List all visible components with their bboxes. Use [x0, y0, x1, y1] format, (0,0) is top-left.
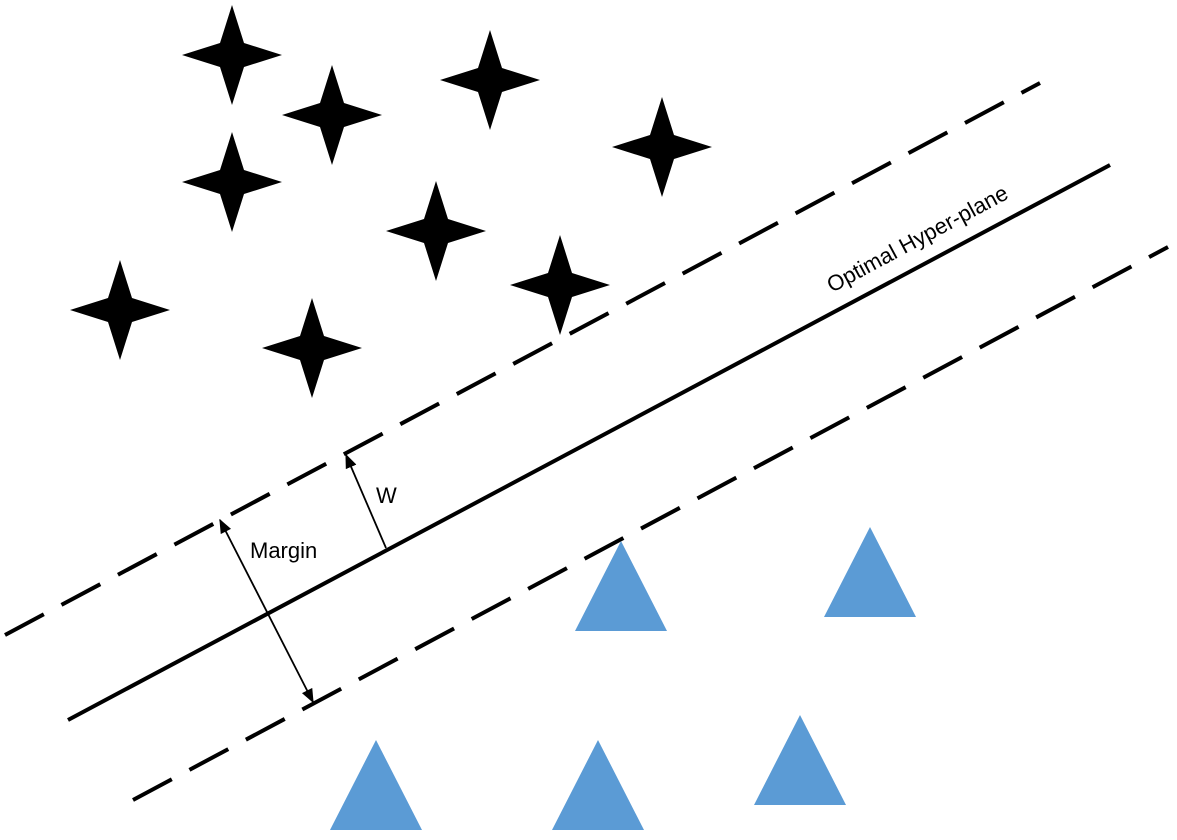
- upper-margin-line: [4, 81, 1041, 637]
- triangle-icon: [824, 527, 916, 617]
- four-point-star-icon: [182, 5, 282, 105]
- w-label: W: [376, 483, 397, 508]
- four-point-star-icon: [386, 181, 486, 281]
- margin-arrow: [219, 518, 314, 704]
- lower-margin-line: [132, 245, 1169, 802]
- four-point-star-icon: [282, 65, 382, 165]
- four-point-star-icon: [510, 235, 610, 335]
- optimal-hyperplane-line: [67, 163, 1111, 722]
- four-point-star-icon: [440, 30, 540, 130]
- four-point-star-icon: [70, 260, 170, 360]
- four-point-star-icon: [262, 298, 362, 398]
- triangle-icon: [754, 715, 846, 805]
- triangle-icon: [330, 740, 422, 830]
- triangle-icon: [552, 740, 644, 830]
- four-point-star-icon: [612, 97, 712, 197]
- triangle-class-points: [330, 527, 916, 830]
- four-point-star-icon: [182, 132, 282, 232]
- star-class-points: [70, 5, 712, 398]
- margin-label: Margin: [250, 538, 317, 563]
- triangle-icon: [575, 541, 667, 631]
- w-arrow: [345, 453, 387, 549]
- hyperplane-label: Optimal Hyper-plane: [823, 180, 1013, 297]
